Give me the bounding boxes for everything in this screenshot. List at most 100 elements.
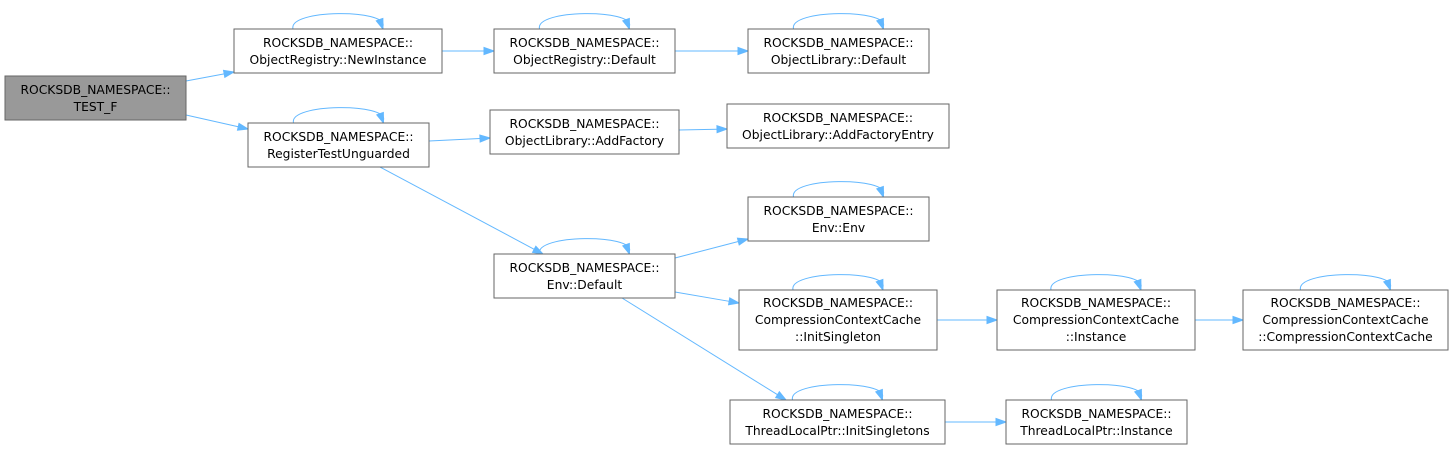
node-objectregistry-default[interactable]: ROCKSDB_NAMESPACE:: ObjectRegistry::Defa…: [493, 28, 676, 74]
node-ccc-ctor-line3: ::CompressionContextCache: [1258, 330, 1433, 344]
edge-arrowhead: [1133, 278, 1142, 292]
node-ccc-constructor[interactable]: ROCKSDB_NAMESPACE:: CompressionContextCa…: [1242, 289, 1449, 351]
edge-ccc-instance-to-ccc-instance: [1050, 274, 1142, 292]
node-env-env-line2: Env::Env: [812, 221, 865, 235]
edge-arrowhead: [995, 417, 1008, 427]
node-registertestunguarded[interactable]: ROCKSDB_NAMESPACE:: RegisterTestUnguarde…: [247, 122, 430, 168]
edge-arrowhead: [875, 278, 884, 292]
edge-arrowhead: [875, 185, 885, 199]
edges-layer: [185, 13, 1392, 427]
edge-arrowhead: [874, 388, 884, 402]
edge-line: [678, 128, 718, 131]
edge-register-unguarded-to-env-default: [379, 166, 545, 255]
edge-env-default-to-ccc-initsingleton: [674, 291, 741, 306]
edge-line: [292, 107, 385, 124]
node-register-line1: ROCKSDB_NAMESPACE::: [264, 130, 414, 144]
edge-arrowhead: [375, 17, 384, 31]
edge-line: [538, 238, 631, 255]
edge-arrowhead: [222, 69, 236, 79]
edge-line: [792, 13, 885, 30]
edge-test-f-to-newinstance: [185, 69, 236, 82]
node-ccc-ctor-line2: CompressionContextCache: [1262, 313, 1428, 327]
edge-arrowhead: [737, 46, 750, 56]
node-env-default-line1: ROCKSDB_NAMESPACE::: [510, 261, 660, 275]
node-newinstance-line2: ObjectRegistry::NewInstance: [250, 53, 427, 67]
node-registry-default-line1: ROCKSDB_NAMESPACE::: [510, 36, 660, 50]
edge-tlp-initsingletons-to-tlp-instance: [945, 417, 1008, 427]
node-objectlibrary-addfactory[interactable]: ROCKSDB_NAMESPACE:: ObjectLibrary::AddFa…: [489, 109, 680, 155]
edge-tlp-initsingletons-to-tlp-initsingletons: [791, 384, 884, 402]
edge-line: [792, 274, 884, 291]
edge-addfactory-to-addfactoryentry: [678, 125, 729, 134]
edge-arrowhead: [774, 390, 788, 401]
edge-line: [428, 137, 481, 142]
edge-env-default-to-env-env: [674, 237, 750, 259]
node-test-f[interactable]: ROCKSDB_NAMESPACE:: TEST_F: [4, 75, 187, 121]
node-addfactory-line1: ROCKSDB_NAMESPACE::: [510, 117, 660, 131]
node-ccc-instance[interactable]: ROCKSDB_NAMESPACE:: CompressionContextCa…: [996, 289, 1196, 351]
edge-line: [292, 13, 384, 30]
edge-env-default-to-tlp-initsingletons: [621, 297, 788, 401]
node-threadlocalptr-initsingletons[interactable]: ROCKSDB_NAMESPACE:: ThreadLocalPtr::Init…: [729, 399, 946, 445]
edge-arrowhead: [875, 17, 885, 31]
edge-line: [791, 384, 884, 401]
node-registry-default-line2: ObjectRegistry::Default: [513, 53, 656, 67]
edge-library-default-to-library-default: [792, 13, 885, 31]
edge-registry-default-to-library-default: [675, 46, 750, 56]
edge-line: [1050, 274, 1142, 291]
node-ccc-initsingleton-line3: ::InitSingleton: [795, 330, 881, 344]
edge-ccc-ctor-to-ccc-ctor: [1299, 274, 1392, 292]
node-ccc-initsingleton-line1: ROCKSDB_NAMESPACE::: [763, 296, 913, 310]
node-addfactory-line2: ObjectLibrary::AddFactory: [505, 134, 664, 148]
node-objectlibrary-default[interactable]: ROCKSDB_NAMESPACE:: ObjectLibrary::Defau…: [747, 28, 930, 74]
edge-ccc-initsingleton-to-ccc-instance: [937, 315, 999, 325]
edge-line: [621, 297, 778, 396]
node-test-f-line2: TEST_F: [73, 100, 118, 114]
node-objectlibrary-addfactoryentry[interactable]: ROCKSDB_NAMESPACE:: ObjectLibrary::AddFa…: [726, 103, 950, 149]
edge-line: [538, 13, 631, 30]
edge-arrowhead: [483, 46, 496, 56]
node-library-default-line1: ROCKSDB_NAMESPACE::: [764, 36, 914, 50]
edge-arrowhead: [621, 17, 631, 31]
node-test-f-line1: ROCKSDB_NAMESPACE::: [21, 83, 171, 97]
edge-register-unguarded-to-register-unguarded: [292, 107, 385, 125]
edge-newinstance-to-registry-default: [442, 46, 496, 56]
edge-arrowhead: [1232, 315, 1245, 325]
edge-registry-default-to-registry-default: [538, 13, 631, 31]
edge-env-env-to-env-env: [792, 181, 885, 199]
edge-ccc-initsingleton-to-ccc-initsingleton: [792, 274, 884, 292]
edge-ccc-instance-to-ccc-ctor: [1195, 315, 1245, 325]
edge-arrowhead: [1382, 278, 1392, 292]
node-ccc-instance-line1: ROCKSDB_NAMESPACE::: [1021, 296, 1171, 310]
edge-line: [185, 73, 225, 82]
node-objectregistry-newinstance[interactable]: ROCKSDB_NAMESPACE:: ObjectRegistry::NewI…: [233, 28, 443, 74]
node-addfactoryentry-line2: ObjectLibrary::AddFactoryEntry: [742, 128, 934, 142]
edge-line: [674, 291, 730, 302]
node-threadlocalptr-instance[interactable]: ROCKSDB_NAMESPACE:: ThreadLocalPtr::Inst…: [1005, 399, 1188, 445]
node-newinstance-line1: ROCKSDB_NAMESPACE::: [263, 36, 413, 50]
edge-arrowhead: [986, 315, 999, 325]
node-env-default[interactable]: ROCKSDB_NAMESPACE:: Env::Default: [493, 253, 676, 299]
edge-arrowhead: [621, 242, 631, 256]
edge-arrowhead: [375, 111, 385, 125]
node-addfactoryentry-line1: ROCKSDB_NAMESPACE::: [763, 111, 913, 125]
node-ccc-initsingleton-line2: CompressionContextCache: [755, 313, 921, 327]
edge-line: [1299, 274, 1392, 291]
node-env-default-line2: Env::Default: [547, 278, 623, 292]
node-tlp-instance-line2: ThreadLocalPtr::Instance: [1019, 424, 1173, 438]
node-env-env-line1: ROCKSDB_NAMESPACE::: [764, 204, 914, 218]
edge-env-default-to-env-default: [538, 238, 631, 256]
edge-line: [674, 241, 739, 259]
node-ccc-initsingleton[interactable]: ROCKSDB_NAMESPACE:: CompressionContextCa…: [738, 289, 938, 351]
edge-arrowhead: [236, 122, 250, 131]
edge-arrowhead: [716, 125, 729, 134]
node-tlp-initsingletons-line1: ROCKSDB_NAMESPACE::: [763, 407, 913, 421]
edge-register-unguarded-to-addfactory: [428, 134, 492, 143]
node-env-env[interactable]: ROCKSDB_NAMESPACE:: Env::Env: [747, 196, 930, 242]
edge-line: [792, 181, 885, 198]
edge-tlp-instance-to-tlp-instance: [1050, 384, 1143, 402]
edge-arrowhead: [727, 297, 741, 306]
node-library-default-line2: ObjectLibrary::Default: [771, 53, 907, 67]
edge-line: [379, 166, 535, 250]
